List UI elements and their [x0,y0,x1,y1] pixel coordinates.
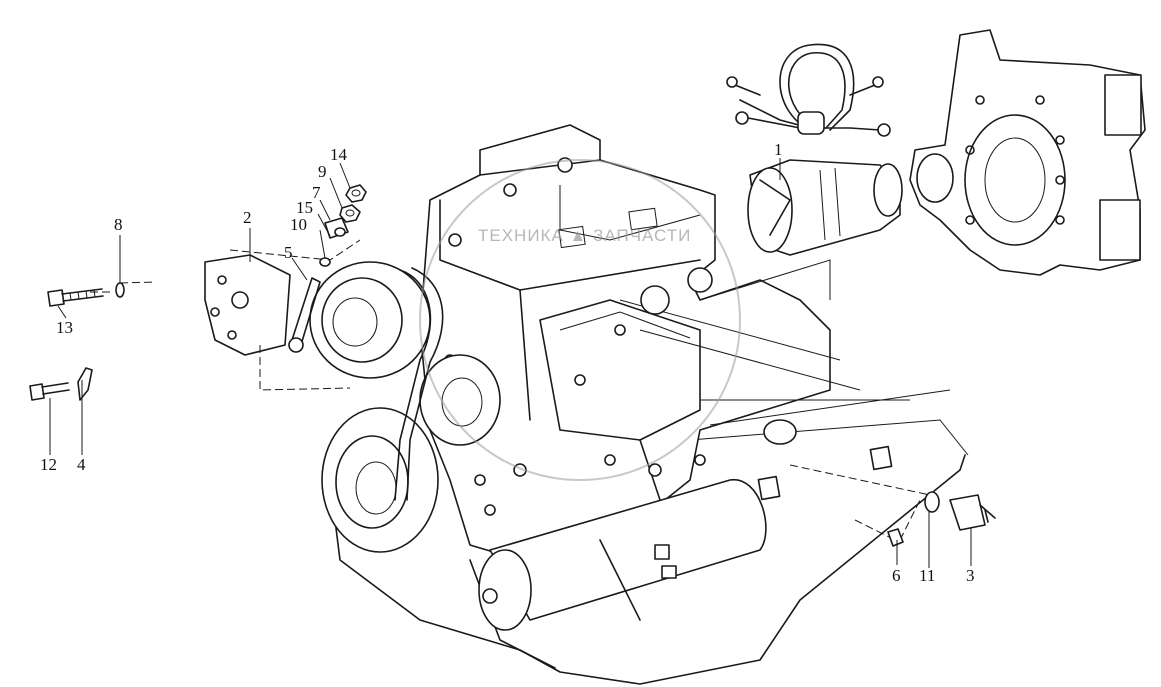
callout-10: 10 [290,215,307,234]
starter-motor-1 [747,159,903,256]
callouts: 1 2 3 4 5 6 7 8 9 10 11 12 13 14 15 [40,140,975,585]
callout-14: 14 [330,145,348,164]
engine-block [419,124,951,561]
callout-12: 12 [40,455,57,474]
svg-text:ТЕХНИКА ▲ ЗАПЧАСТИ: ТЕХНИКА ▲ ЗАПЧАСТИ [478,226,691,245]
bolt-6 [887,528,904,547]
watermark: ТЕХНИКА ▲ ЗАПЧАСТИ [419,159,741,481]
oil-pressure-sensor [949,494,996,531]
bolt-13 [47,288,104,307]
callout-5: 5 [284,243,293,262]
alternator-bracket [204,254,291,356]
callout-15: 15 [296,198,313,217]
callout-2: 2 [243,208,252,227]
wiring-harness [726,43,891,137]
bolt-12 [29,382,70,401]
clip-4 [77,367,93,401]
callout-7: 7 [312,183,321,202]
front-pulleys [309,261,501,553]
side-fittings [757,419,893,501]
starter-lower [478,479,767,631]
callout-11: 11 [919,566,935,585]
callout-1: 1 [774,140,783,159]
callout-4: 4 [77,455,86,474]
small-hardware [319,184,367,267]
callout-9: 9 [318,162,327,181]
leader-lines [49,158,972,568]
washer-11 [924,491,940,513]
flywheel-housing [909,29,1146,276]
tension-strap [288,277,321,353]
callout-6: 6 [892,566,901,585]
callout-13: 13 [56,318,73,337]
callout-3: 3 [966,566,975,585]
callout-8: 8 [114,215,123,234]
washer-8 [115,282,125,298]
